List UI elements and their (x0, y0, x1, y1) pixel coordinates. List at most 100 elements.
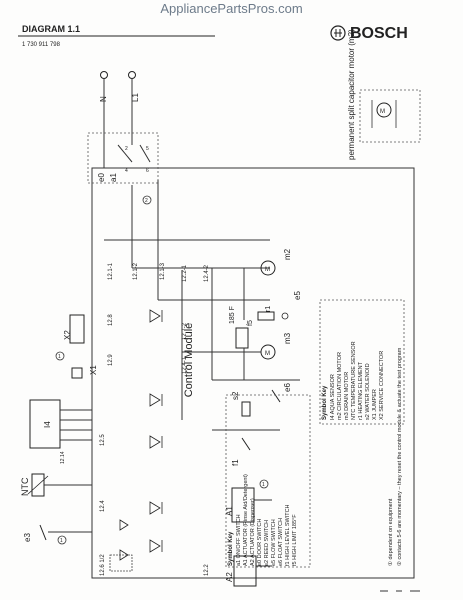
m3-motor: M m3 (182, 332, 292, 360)
heating-element-icon (235, 327, 249, 349)
conn-12-2: 12.2 (204, 564, 210, 576)
svg-text:6: 6 (146, 168, 149, 174)
key-right-1: m2 CIRCULATION MOTOR (337, 352, 343, 420)
terminal-n-icon (100, 71, 108, 79)
ntc-block: NTC (20, 473, 92, 497)
key-right-6: X1 JUMPER (372, 389, 378, 420)
conn-12-4: 12.4 (100, 500, 106, 512)
key-right-0: I4 AQUA SENSOR (330, 374, 336, 420)
conn-12-4-1: 12.4-1 (182, 356, 188, 374)
control-module-box (91, 167, 415, 579)
conn-12-7-2: 12.7-2 (182, 322, 188, 340)
solenoid-block: s2 f1 e6 (212, 379, 300, 466)
f1-label: f1 (231, 459, 240, 466)
s2-label: s2 (231, 391, 240, 400)
svg-text:5: 5 (146, 146, 149, 152)
svg-text:1: 1 (58, 354, 61, 360)
m2-label: m2 (283, 248, 292, 260)
m3-label: m3 (283, 332, 292, 344)
diagram-label: DIAGRAM 1.1 (22, 24, 80, 34)
e3-block: e3 1 (23, 524, 92, 545)
key-left-4: e2 REED SWITCH (264, 520, 270, 566)
key-left-1: A1 ACTUATOR (Rinse Aid/Detergent) (243, 474, 249, 566)
key-right-5: s2 WATER SOLENOID (365, 363, 371, 420)
key-left-8: f5 HIGH LIMIT 185°F (292, 514, 298, 566)
bosch-logo-icon (330, 25, 346, 41)
aqua-sensor-block: I4 (29, 399, 92, 449)
svg-text:2: 2 (125, 146, 128, 152)
x2-label: X2 (63, 330, 72, 340)
bus-lines (104, 180, 270, 420)
conn-12-2-1: 12.2-1 (182, 264, 188, 282)
a2-label: A2 (225, 572, 234, 582)
svg-text:1: 1 (60, 538, 63, 544)
key-right-4: r1 HEATING ELEMENT (358, 361, 364, 420)
watermark: AppliancePartsPros.com (160, 1, 303, 16)
key-left-0: a1 ON/OFF SWITCH (236, 514, 242, 566)
e6-label: e6 (283, 383, 292, 392)
m2-inset: M permanent split capacitor motor (m2) (347, 29, 421, 160)
svg-text:1: 1 (262, 482, 265, 488)
svg-text:M: M (265, 351, 270, 357)
temp-label: 185 F (229, 306, 236, 324)
connector-labels: 12.1-1 12.1-2 12.1-3 12.2-1 12.7-2 12.4-… (60, 262, 210, 576)
symbol-key-right: Symbol Key I4 AQUA SENSOR m2 CIRCULATION… (322, 341, 385, 420)
conn-12-5: 12.5 (100, 434, 106, 446)
terminal-l1-icon (128, 71, 136, 79)
key-right-2: m3 DRAIN MOTOR (344, 372, 350, 420)
a1-actuator-icon (231, 487, 255, 523)
svg-text:M: M (265, 267, 270, 273)
conn-12-9: 12.9 (108, 354, 114, 366)
key-left-6: e6 FLOAT SWITCH (278, 518, 284, 566)
terminal-l1-label: L1 (131, 93, 140, 102)
display-icon (109, 554, 133, 572)
brand-name: BOSCH (350, 25, 408, 42)
door-switch-block: e0 a1 2 4 5 6 (87, 132, 159, 184)
conn-12-14: 12.14 (60, 451, 66, 464)
conn-12-8: 12.8 (108, 314, 114, 326)
key-right-3: NTC TEMPERATURE SENSOR (351, 341, 357, 420)
aqua-sensor-icon (29, 399, 61, 449)
key-right-7: X2 SERVICE CONNECTOR (379, 351, 385, 420)
e0-label: e0 (97, 173, 106, 182)
symbol-key-left: Symbol Key a1 ON/OFF SWITCH A1 ACTUATOR … (228, 474, 298, 566)
svg-text:M: M (380, 109, 385, 115)
f5-label: f5 (247, 320, 254, 326)
x2-connector-icon (69, 314, 85, 344)
m2-motor-icon (260, 260, 276, 276)
i4-label: I4 (43, 421, 52, 428)
control-module-label: Control Module (183, 323, 195, 398)
part-number: 1 730 911 798 (22, 42, 61, 48)
symbol-key-left-title: Symbol Key (228, 531, 234, 566)
x1-jumper-icon (71, 367, 83, 379)
conn-12-1-3: 12.1-3 (160, 262, 166, 280)
key-left-5: e5 FLOW SWITCH (271, 519, 277, 566)
key-left-7: f1 HIGH LEVEL SWITCH (285, 504, 291, 566)
power-terminals: N L1 (99, 71, 140, 168)
key-left-3: e0 DOOR SWITCH (257, 519, 263, 566)
svg-text:4: 4 (125, 168, 128, 174)
conn-12-1-1: 12.1-1 (108, 262, 114, 280)
m2-motor: M m2 (244, 239, 292, 276)
header: DIAGRAM 1.1 1 730 911 798 BOSCH (18, 24, 408, 48)
e3-label: e3 (23, 533, 32, 542)
note-2: ② contacts 5-6 are momentary – they rese… (396, 347, 403, 566)
water-solenoid-icon (241, 401, 251, 417)
footnotes: ① dependent on equipment ② contacts 5-6 … (387, 347, 403, 566)
x1-label: X1 (89, 365, 98, 375)
svg-text:2: 2 (145, 198, 148, 204)
jumper-block: X2 X1 1 (55, 314, 98, 379)
triacs (109, 309, 163, 572)
conn-12-1-2: 12.1-2 (133, 262, 139, 280)
a2-actuator-icon (233, 555, 257, 587)
ntc-label: NTC (20, 477, 30, 496)
a1-switch-label: a1 (109, 173, 118, 182)
note-1: ① dependent on equipment (387, 498, 394, 566)
conn-12-4-2: 12.4-2 (204, 264, 210, 282)
m2-inset-title: permanent split capacitor motor (m2) (347, 29, 356, 160)
e5-label: e5 (293, 291, 302, 300)
heater-block: 185 F f5 r1 e5 (229, 291, 302, 380)
symbol-key-right-title: Symbol Key (322, 385, 328, 420)
